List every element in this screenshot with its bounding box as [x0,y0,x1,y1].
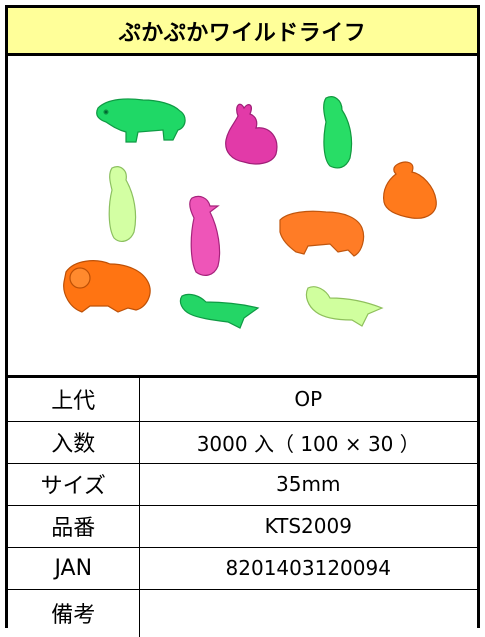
seal-figure [305,286,384,327]
spec-table: 上代 OP 入数 3000 入（ 100 × 30 ） サイズ 35mm 品番 … [8,377,477,637]
spec-value: 8201403120094 [139,547,477,590]
polar-bear-figure [279,210,365,257]
penguin-figure [323,96,353,169]
spec-value [139,589,477,637]
spec-label: サイズ [8,463,140,506]
animal-figures-illustration [63,96,437,329]
spec-label: 品番 [8,505,140,548]
spec-value: OP [139,377,477,422]
spec-value: 35mm [139,463,477,506]
spec-label: 入数 [8,421,140,464]
product-title: ぷかぷかワイルドライフ [8,8,477,56]
spec-row: 上代 OP [8,377,477,422]
spec-row: JAN 8201403120094 [8,547,477,590]
lion-figure [63,260,151,313]
rabbit-figure [383,161,437,219]
seal-figure [179,293,260,329]
spec-label: JAN [8,547,140,590]
spec-label: 上代 [8,377,140,422]
spec-value: KTS2009 [139,505,477,548]
polar-bear-figure [96,98,186,143]
spec-row: サイズ 35mm [8,463,477,506]
spec-row: 備考 [8,589,477,637]
penguin-figure [108,166,137,242]
product-sheet: ぷかぷかワイルドライフ [5,5,480,637]
spec-row: 品番 KTS2009 [8,505,477,548]
spec-value: 3000 入（ 100 × 30 ） [139,421,477,464]
penguin-figure [189,195,221,276]
spec-label: 備考 [8,589,140,637]
product-photo [8,56,477,378]
spec-row: 入数 3000 入（ 100 × 30 ） [8,421,477,464]
rabbit-figure [225,103,278,165]
